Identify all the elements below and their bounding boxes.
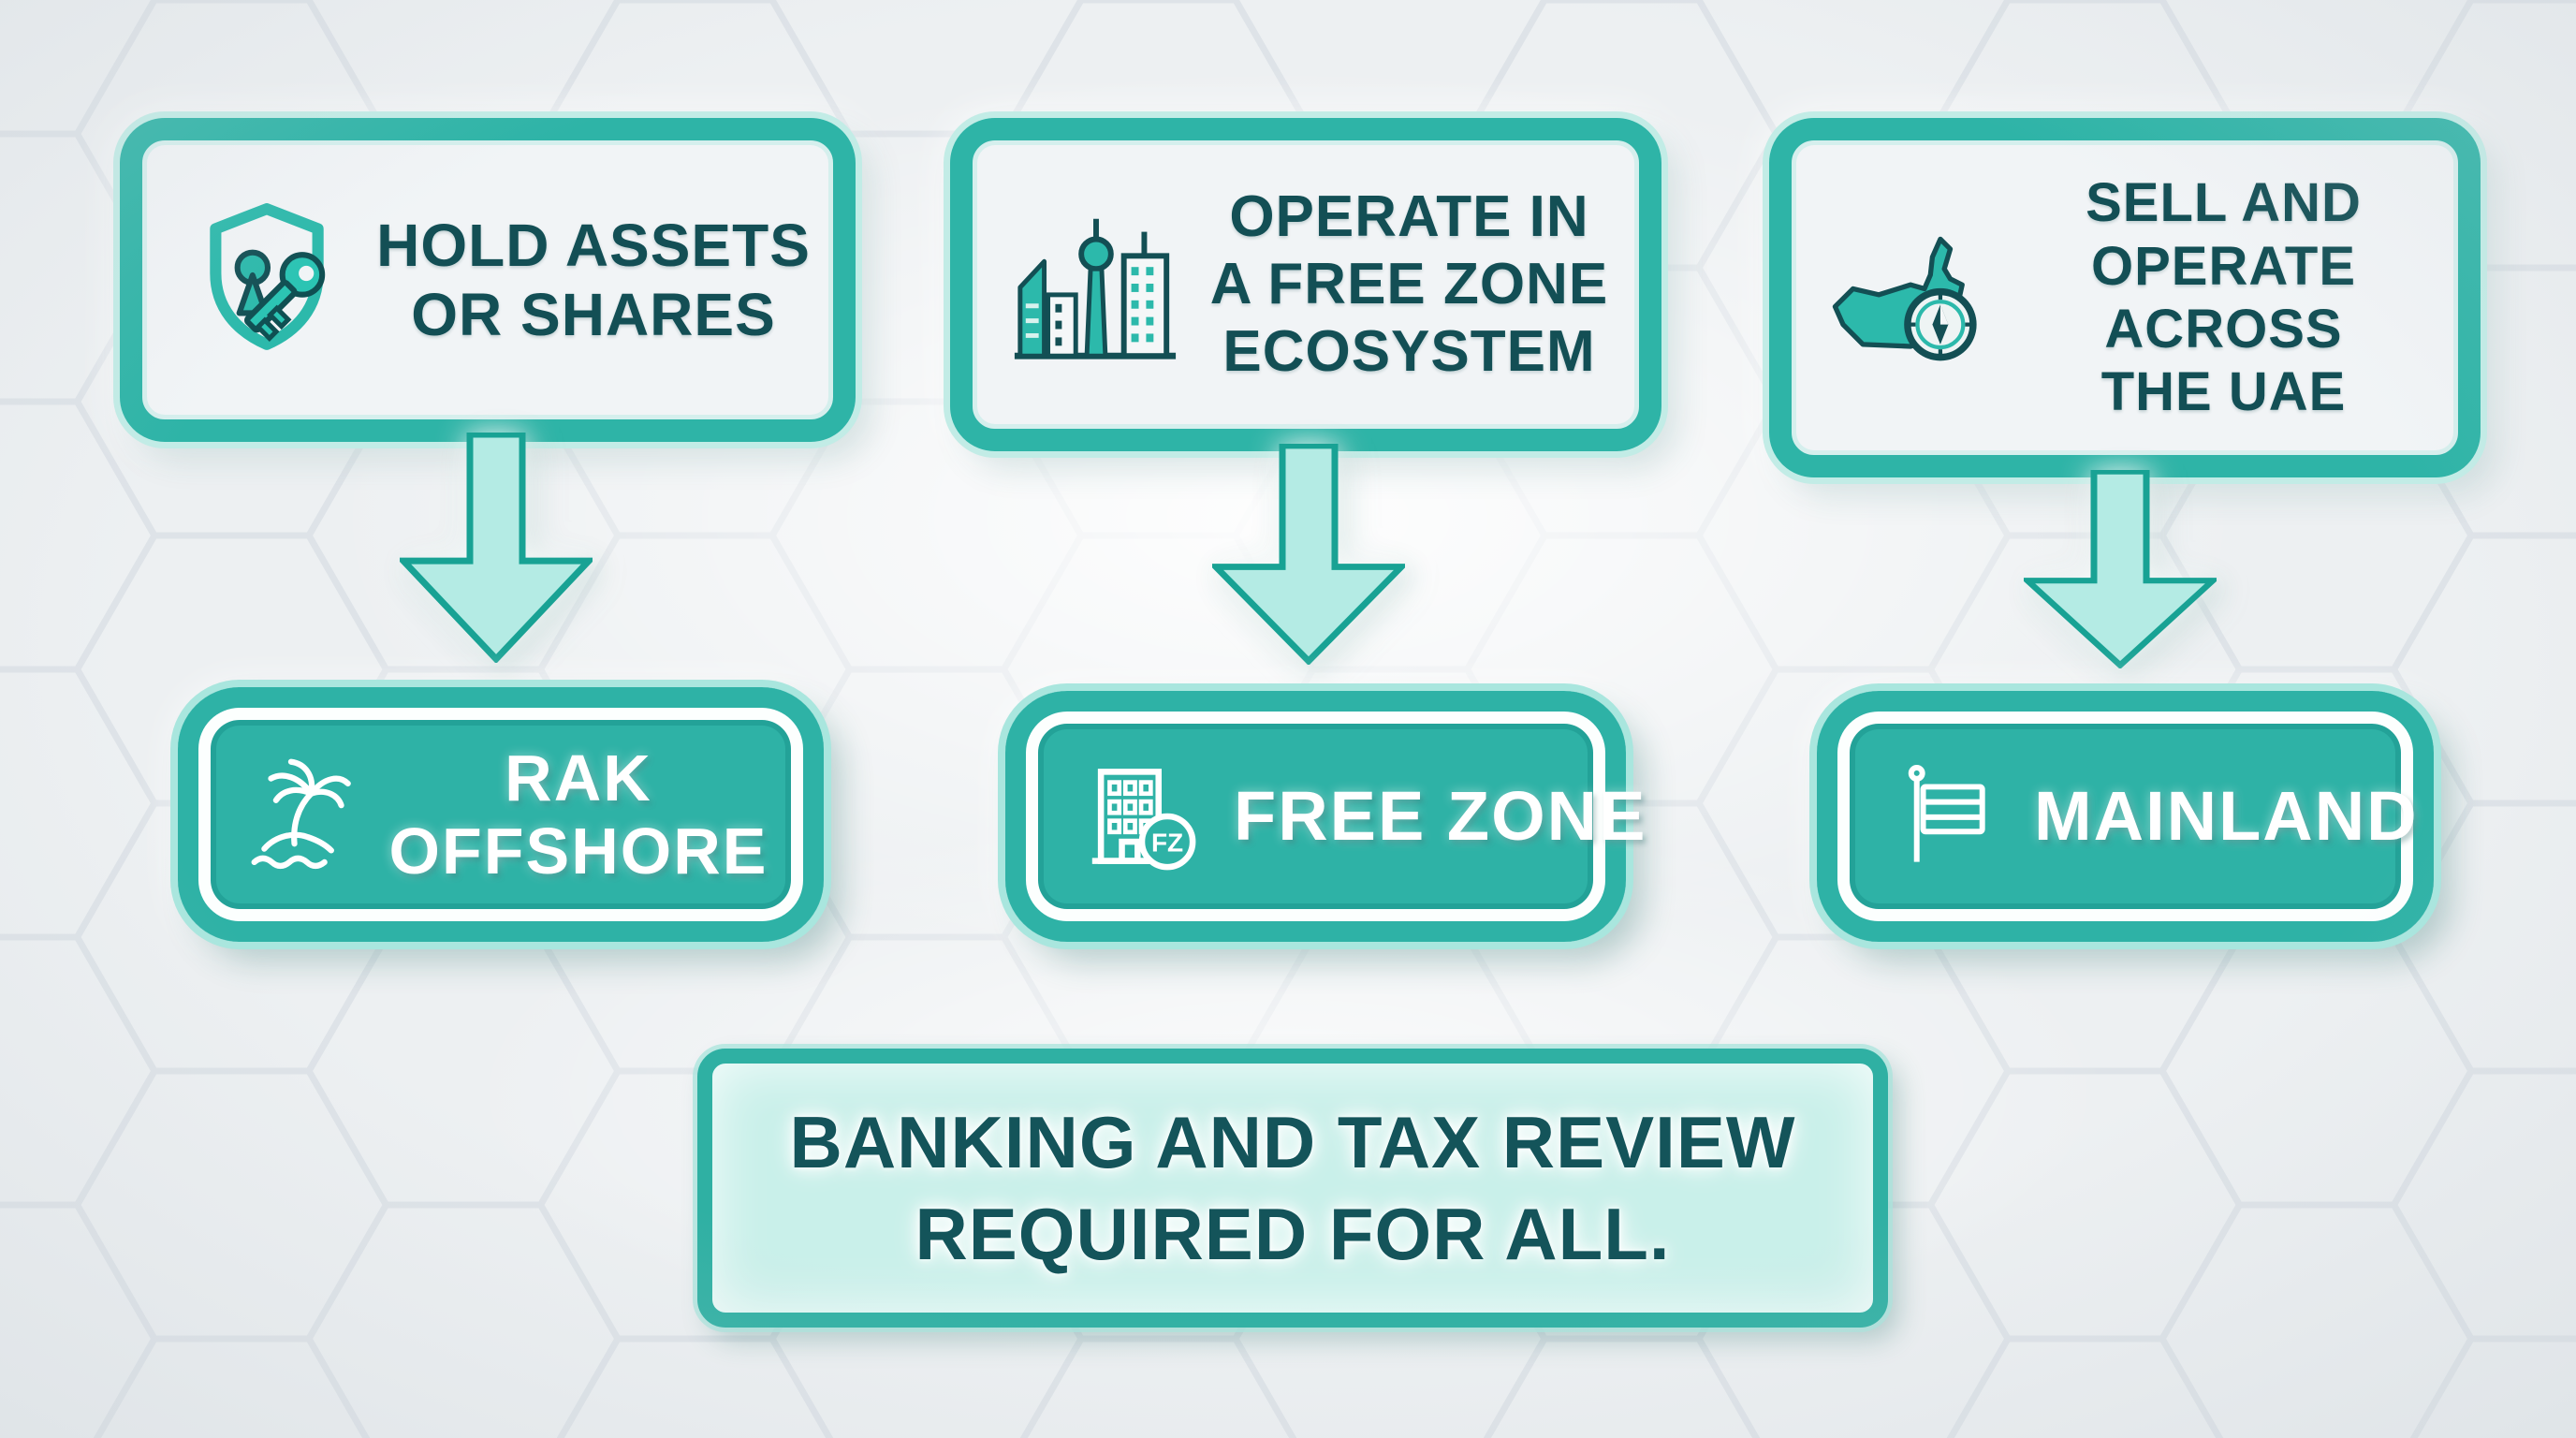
pill-label-line: OFFSHORE (388, 814, 768, 888)
pill-label-line: MAINLAND (2034, 776, 2419, 855)
pill-mainland: MAINLAND (1817, 691, 2434, 942)
uae-map-compass-icon (1832, 236, 1977, 361)
card-title: SELL AND OPERATE ACROSS THE UAE (2008, 171, 2439, 423)
pill-label-line: FREE ZONE (1234, 776, 1647, 855)
banner-line: REQUIRED FOR ALL. (915, 1193, 1671, 1275)
pill-label: FREE ZONE (1234, 776, 1647, 856)
shield-key-icon (210, 203, 326, 350)
card-sell-operate-uae: SELL AND OPERATE ACROSS THE UAE (1769, 118, 2481, 477)
pill-label: RAK OFFSHORE (388, 741, 769, 888)
card-title-line: OPERATE (2090, 235, 2357, 297)
pill-rak-offshore: RAK OFFSHORE (178, 687, 824, 942)
card-title: OPERATE IN A FREE ZONE ECOSYSTEM (1198, 183, 1620, 386)
footer-banner: BANKING AND TAX REVIEW REQUIRED FOR ALL. (697, 1049, 1888, 1328)
flag-icon (1908, 764, 1985, 862)
card-icon-wrap (1818, 223, 2000, 373)
card-title-line: HOLD ASSETS (376, 211, 811, 279)
card-title-line: OR SHARES (411, 281, 776, 348)
card-title-line: A FREE ZONE (1209, 252, 1609, 317)
palm-island-icon (251, 758, 351, 870)
pill-label-line: RAK (505, 741, 652, 814)
card-hold-assets-or-shares: HOLD ASSETS OR SHARES (120, 118, 856, 442)
banner-line: BANKING AND TAX REVIEW (789, 1100, 1796, 1183)
card-title-line: ECOSYSTEM (1222, 318, 1596, 384)
pill-icon-wrap (236, 752, 361, 877)
city-skyline-icon (1014, 218, 1176, 360)
card-title-line: OPERATE IN (1229, 184, 1589, 250)
down-arrow-icon (1212, 444, 1405, 665)
pill-icon-wrap (1888, 756, 2008, 876)
fz-badge: FZ (1151, 828, 1183, 857)
pill-icon-wrap: FZ (1076, 751, 1208, 882)
card-title: HOLD ASSETS OR SHARES (373, 211, 814, 349)
card-title-line: SELL AND (2086, 172, 2362, 234)
pill-label: MAINLAND (2034, 776, 2419, 856)
building-fz-icon: FZ (1091, 769, 1196, 871)
card-title-line: ACROSS (2104, 299, 2343, 360)
card-icon-wrap (168, 199, 365, 360)
pill-free-zone: FZ FREE ZONE (1005, 691, 1645, 942)
down-arrow-icon (2024, 470, 2217, 668)
card-operate-free-zone: OPERATE IN A FREE ZONE ECOSYSTEM (950, 118, 1661, 451)
down-arrow-icon (400, 433, 593, 663)
card-icon-wrap (999, 197, 1191, 373)
card-title-line: THE UAE (2100, 361, 2347, 423)
